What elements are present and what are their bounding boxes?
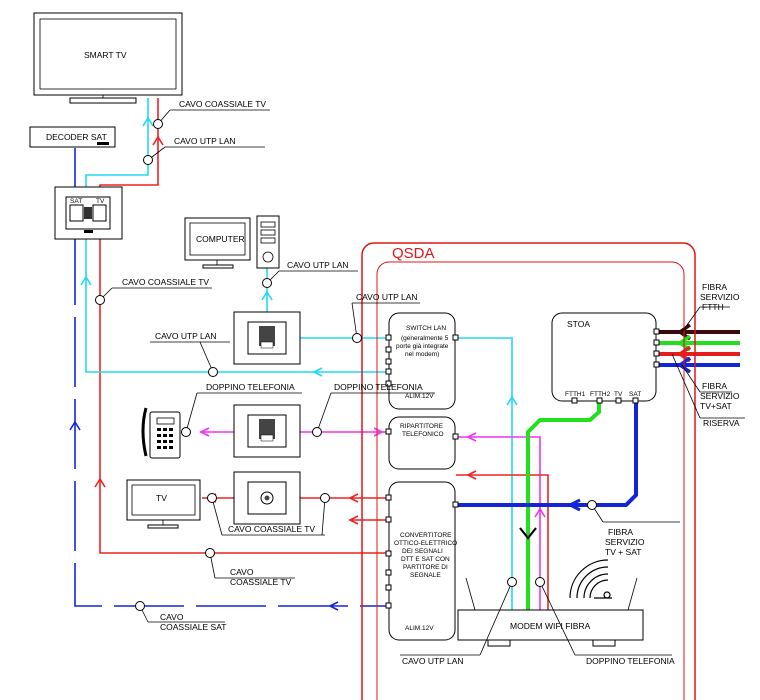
ripartitore-line-2: TELEFONICO <box>402 431 444 438</box>
label-utp-switch: CAVO UTP LAN <box>356 292 418 302</box>
label-coax-tv-mid: CAVO COASSIALE TV <box>122 277 209 287</box>
switch-lan: SWITCH LAN (generalmente 5 porte già int… <box>385 312 459 410</box>
label-servizio-sat: SERVIZIO <box>605 537 645 547</box>
conv-alim: ALIM.12V <box>405 625 434 632</box>
socket-sat-label: SAT <box>70 198 82 205</box>
conv-line-2: OTTICO-ELETTRICO <box>394 540 457 547</box>
conv-line-4: DTT E SAT CON <box>401 556 450 563</box>
modem-wifi-fibra: MODEM WIFI FIBRA <box>457 577 644 647</box>
telephone <box>141 407 181 459</box>
label-tv-sat: TV+SAT <box>700 401 732 411</box>
switch-alim: ALIM.12V <box>405 393 434 400</box>
lan-cyan-switch-modem <box>456 337 513 610</box>
label-coax-tv-top: CAVO COASSIALE TV <box>179 99 266 109</box>
coax-blue-riser <box>74 235 388 607</box>
qsda-inner-box <box>376 261 685 700</box>
label-riserva: RISERVA <box>703 418 740 428</box>
label-cavo-1: CAVO <box>230 567 254 577</box>
wires <box>74 98 740 610</box>
cable-labels: CAVO COASSIALE TV CAVO UTP LAN CAVO COAS… <box>122 99 740 666</box>
tv-wall-outlet <box>233 471 301 525</box>
switch-note-3: nel modem) <box>405 351 439 358</box>
fiber-blue <box>456 400 638 507</box>
label-coax-tv-low: CAVO COASSIALE TV <box>228 524 315 534</box>
phone-magenta-modem <box>456 436 541 610</box>
label-coax-tv-2: COASSIALE TV <box>230 577 292 587</box>
label-utp-top: CAVO UTP LAN <box>174 136 236 146</box>
arrows <box>69 116 692 611</box>
qsda-title: QSDA <box>392 245 435 262</box>
ripartitore-line-1: RIPARTITORE <box>400 423 444 430</box>
smart-tv: SMART TV <box>33 12 183 104</box>
conv-line-3: DEI SEGNALI <box>402 548 443 555</box>
label-doppino-bottom: DOPPINO TELEFONIA <box>586 656 675 666</box>
label-fibra-ftth: FIBRA <box>702 282 727 292</box>
label-tv-plus-sat: TV + SAT <box>605 547 641 557</box>
ripartitore-telefonico: RIPARTITORE TELEFONICO <box>385 416 459 470</box>
port-tv: TV <box>614 391 623 398</box>
lan-cyan-riser <box>85 235 388 373</box>
fiber-green <box>526 400 601 610</box>
coax-red-conv <box>456 474 549 610</box>
switch-lan-title: SWITCH LAN <box>406 325 446 332</box>
tv-sat-wall-socket: SAT TV <box>54 186 123 240</box>
label-cavo-2: CAVO <box>160 612 184 622</box>
wifi-icon <box>569 559 612 599</box>
conv-line-6: SEGNALE <box>410 572 441 579</box>
smart-tv-label: SMART TV <box>84 50 127 60</box>
leader-circles <box>95 119 597 611</box>
switch-note-1: (generalmente 5 <box>401 335 449 342</box>
lan-wall-outlet <box>233 311 301 365</box>
label-coax-sat: COASSIALE SAT <box>160 622 226 632</box>
coax-red-riser <box>99 235 388 554</box>
label-servizio-tvsat: SERVIZIO <box>700 391 740 401</box>
label-servizio-ftth: SERVIZIO <box>700 292 740 302</box>
port-ftth1: FTTH1 <box>565 391 586 398</box>
port-ftth2: FTTH2 <box>590 391 611 398</box>
qsda-outer-box <box>361 242 696 700</box>
label-utp-bottom: CAVO UTP LAN <box>402 656 464 666</box>
computer: COMPUTER <box>184 215 280 269</box>
decoder-sat-label: DECODER SAT <box>46 132 107 142</box>
convertitore-ottico-elettrico: CONVERTITORE OTTICO-ELETTRICO DEI SEGNAL… <box>385 481 459 641</box>
socket-tv-label: TV <box>96 198 105 205</box>
decoder-sat: DECODER SAT <box>29 126 116 148</box>
label-utp-computer: CAVO UTP LAN <box>287 260 349 270</box>
conv-line-5: PARTITORE DI <box>403 564 448 571</box>
label-fibra-tvsat: FIBRA <box>702 381 727 391</box>
stoa-box: STOA FTTH1 FTTH2 TV SAT <box>551 312 660 404</box>
tv-label: TV <box>156 493 167 503</box>
switch-note-2: porte già integrate <box>396 343 449 350</box>
label-doppino-left: DOPPINO TELEFONIA <box>206 382 295 392</box>
label-doppino-mid: DOPPINO TELEFONIA <box>334 382 423 392</box>
modem-label: MODEM WIFI FIBRA <box>510 621 591 631</box>
conv-line-1: CONVERTITORE <box>400 532 452 539</box>
phone-wall-outlet <box>233 404 301 458</box>
label-utp-left: CAVO UTP LAN <box>155 331 217 341</box>
computer-label: COMPUTER <box>196 234 245 244</box>
stoa-label: STOA <box>567 319 590 329</box>
tv: TV <box>126 479 201 529</box>
label-fibra-sat: FIBRA <box>608 527 633 537</box>
port-sat: SAT <box>629 391 641 398</box>
label-ftth: FTTH <box>702 302 724 312</box>
